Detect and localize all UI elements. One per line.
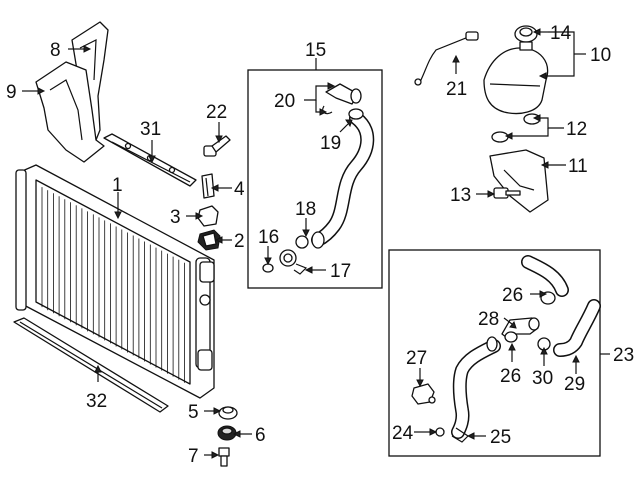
callout-25: 25 bbox=[490, 427, 511, 448]
connector-16 bbox=[262, 249, 297, 273]
callout-4: 4 bbox=[234, 179, 245, 200]
callout-24: 24 bbox=[392, 423, 414, 444]
leader-lines bbox=[22, 28, 610, 459]
callout-6: 6 bbox=[255, 425, 266, 446]
bolt-13 bbox=[493, 187, 521, 199]
callout-20: 20 bbox=[274, 91, 295, 112]
radiator-fins bbox=[41, 187, 185, 383]
upper-bracket bbox=[103, 133, 197, 187]
callout-19: 19 bbox=[320, 133, 341, 154]
callout-5: 5 bbox=[188, 402, 199, 423]
group-box-15 bbox=[247, 69, 383, 289]
callout-21: 21 bbox=[446, 79, 467, 100]
bolt-22 bbox=[203, 135, 231, 157]
callout-16: 16 bbox=[258, 227, 279, 248]
hose-26-upper bbox=[521, 255, 569, 297]
hose-21 bbox=[414, 31, 479, 86]
callout-28: 28 bbox=[478, 309, 499, 330]
washer-6 bbox=[217, 425, 237, 441]
callout-11: 11 bbox=[568, 156, 588, 177]
callout-12: 12 bbox=[566, 119, 587, 140]
mount-2 bbox=[197, 229, 221, 251]
callout-14: 14 bbox=[550, 23, 572, 44]
clip-17 bbox=[293, 263, 308, 275]
callout-22: 22 bbox=[206, 102, 227, 123]
callout-10: 10 bbox=[590, 45, 611, 66]
callout-2: 2 bbox=[234, 231, 245, 252]
air-deflector bbox=[35, 21, 109, 163]
callout-1: 1 bbox=[112, 175, 123, 196]
callout-31: 31 bbox=[140, 119, 161, 140]
hose-lower bbox=[451, 336, 501, 439]
hose-upper bbox=[311, 111, 375, 249]
clamp-26-lower bbox=[504, 331, 518, 343]
bushing-4 bbox=[201, 173, 215, 199]
callout-17: 17 bbox=[330, 261, 351, 282]
callout-18: 18 bbox=[295, 199, 316, 220]
radiator bbox=[15, 164, 215, 399]
callout-27: 27 bbox=[406, 348, 427, 369]
clamp-18 bbox=[295, 235, 309, 249]
grommet-5 bbox=[218, 406, 238, 420]
callout-30: 30 bbox=[532, 368, 553, 389]
lower-seal bbox=[13, 317, 169, 413]
expansion-tank bbox=[483, 25, 549, 115]
sensor-27 bbox=[411, 383, 436, 405]
bolt-7 bbox=[218, 447, 230, 467]
callout-26-lower: 26 bbox=[500, 366, 521, 387]
cap-12 bbox=[491, 113, 541, 143]
hose-29 bbox=[553, 299, 601, 357]
clip-25 bbox=[451, 427, 469, 443]
callout-8: 8 bbox=[50, 40, 61, 61]
oring-24 bbox=[435, 427, 445, 437]
elbow-20 bbox=[325, 83, 362, 105]
bracket-11 bbox=[489, 149, 549, 213]
callout-7: 7 bbox=[188, 446, 199, 467]
callout-26-upper: 26 bbox=[502, 285, 523, 306]
callout-13: 13 bbox=[450, 185, 471, 206]
clamp-19 bbox=[348, 108, 364, 120]
callout-15: 15 bbox=[305, 40, 326, 61]
callout-9: 9 bbox=[6, 82, 17, 103]
callout-29: 29 bbox=[564, 374, 585, 395]
callout-32: 32 bbox=[86, 391, 107, 412]
callout-3: 3 bbox=[170, 207, 181, 228]
group-box-23 bbox=[388, 249, 601, 457]
callout-23: 23 bbox=[613, 345, 634, 366]
